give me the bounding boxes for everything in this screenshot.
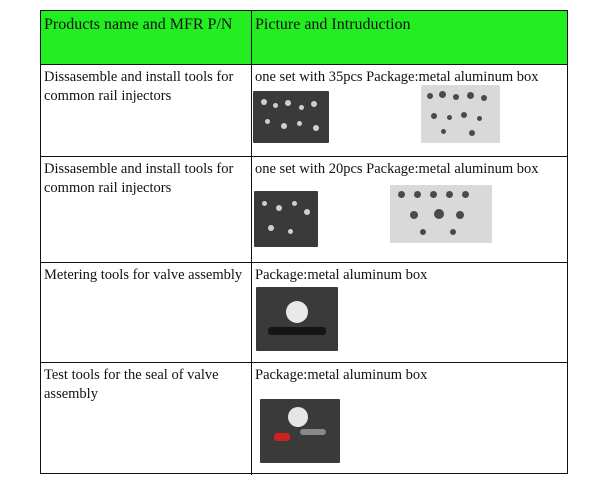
table-row: Test tools for the seal of valve assembl… (41, 363, 567, 475)
product-name: Dissasemble and install tools for common… (41, 157, 252, 262)
seal-test-tool-case-image (260, 399, 340, 463)
table-row: Dissasemble and install tools for common… (41, 65, 567, 157)
header-picture-intro: Picture and Intruduction (255, 16, 411, 33)
product-name: Metering tools for valve assembly (41, 263, 252, 362)
table-header-row: Products name and MFR P/N Picture and In… (41, 11, 567, 65)
toolset-case-image (253, 91, 329, 143)
product-name: Dissasemble and install tools for common… (41, 65, 252, 156)
table-row: Dissasemble and install tools for common… (41, 157, 567, 263)
header-product-name: Products name and MFR P/N (41, 11, 252, 64)
toolset-case-image (254, 191, 318, 247)
product-intro: one set with 20pcs Package:metal aluminu… (255, 161, 539, 177)
table-row: Metering tools for valve assembly Packag… (41, 263, 567, 363)
products-table: Products name and MFR P/N Picture and In… (40, 10, 568, 475)
product-intro: Package:metal aluminum box (255, 267, 428, 283)
product-intro: one set with 35pcs Package:metal aluminu… (255, 69, 539, 85)
product-intro: Package:metal aluminum box (255, 367, 428, 383)
tools-layout-image (421, 85, 500, 143)
tools-layout-image (390, 185, 492, 243)
product-name: Test tools for the seal of valve assembl… (41, 363, 252, 475)
metering-tool-case-image (256, 287, 338, 351)
